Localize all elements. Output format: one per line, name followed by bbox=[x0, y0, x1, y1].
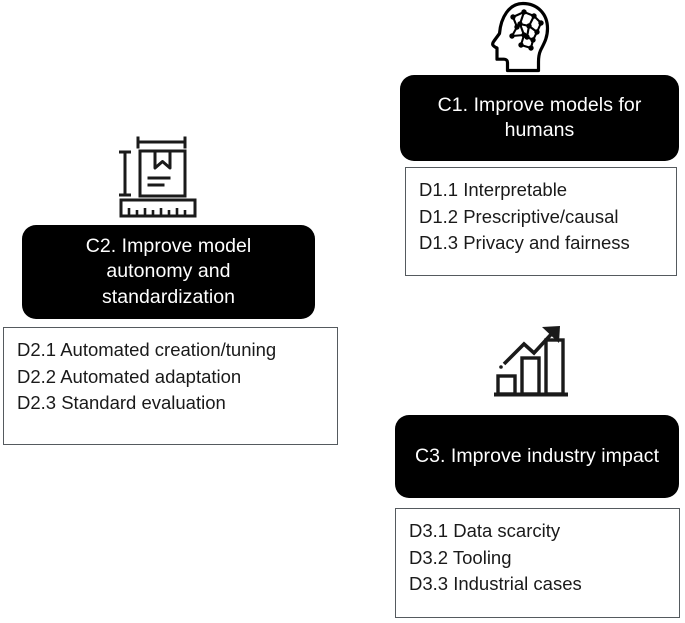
list-item: D3.3 Industrial cases bbox=[409, 573, 582, 595]
list-item: D2.1 Automated creation/tuning bbox=[17, 339, 277, 360]
cluster-c3-title: C3. Improve industry impact bbox=[414, 444, 660, 467]
list-item: D2.3 Standard evaluation bbox=[17, 392, 226, 414]
cluster-c3-items-panel: D3.1 Data scarcity D3.2 Tooling D3.3 Ind… bbox=[395, 508, 680, 618]
package-measurement-ruler-icon bbox=[113, 136, 203, 220]
cluster-c2-title: C2. Improve model autonomy and standardi… bbox=[85, 234, 252, 308]
cluster-c1-items-panel: D1.1 Interpretable D1.2 Prescriptive/cau… bbox=[405, 167, 677, 276]
cluster-c2-title-capsule: C2. Improve model autonomy and standardi… bbox=[22, 225, 315, 319]
list-item: D1.1 Interpretable bbox=[419, 179, 568, 200]
cluster-c3-title-capsule: C3. Improve industry impact bbox=[395, 415, 679, 498]
list-item: D3.1 Data scarcity bbox=[409, 520, 561, 541]
list-item: D1.3 Privacy and fairness bbox=[419, 232, 630, 254]
cluster-c1-title: C1. Improve models for humans bbox=[437, 93, 642, 141]
head-with-neural-network-icon bbox=[483, 0, 559, 74]
list-item: D3.2 Tooling bbox=[409, 546, 512, 568]
list-item: D1.2 Prescriptive/causal bbox=[419, 205, 619, 227]
cluster-c2-items-panel: D2.1 Automated creation/tuning D2.2 Auto… bbox=[3, 327, 338, 445]
growth-bar-chart-arrow-icon bbox=[492, 322, 572, 404]
list-item: D2.2 Automated adaptation bbox=[17, 365, 242, 387]
cluster-c1-title-capsule: C1. Improve models for humans bbox=[400, 75, 679, 161]
